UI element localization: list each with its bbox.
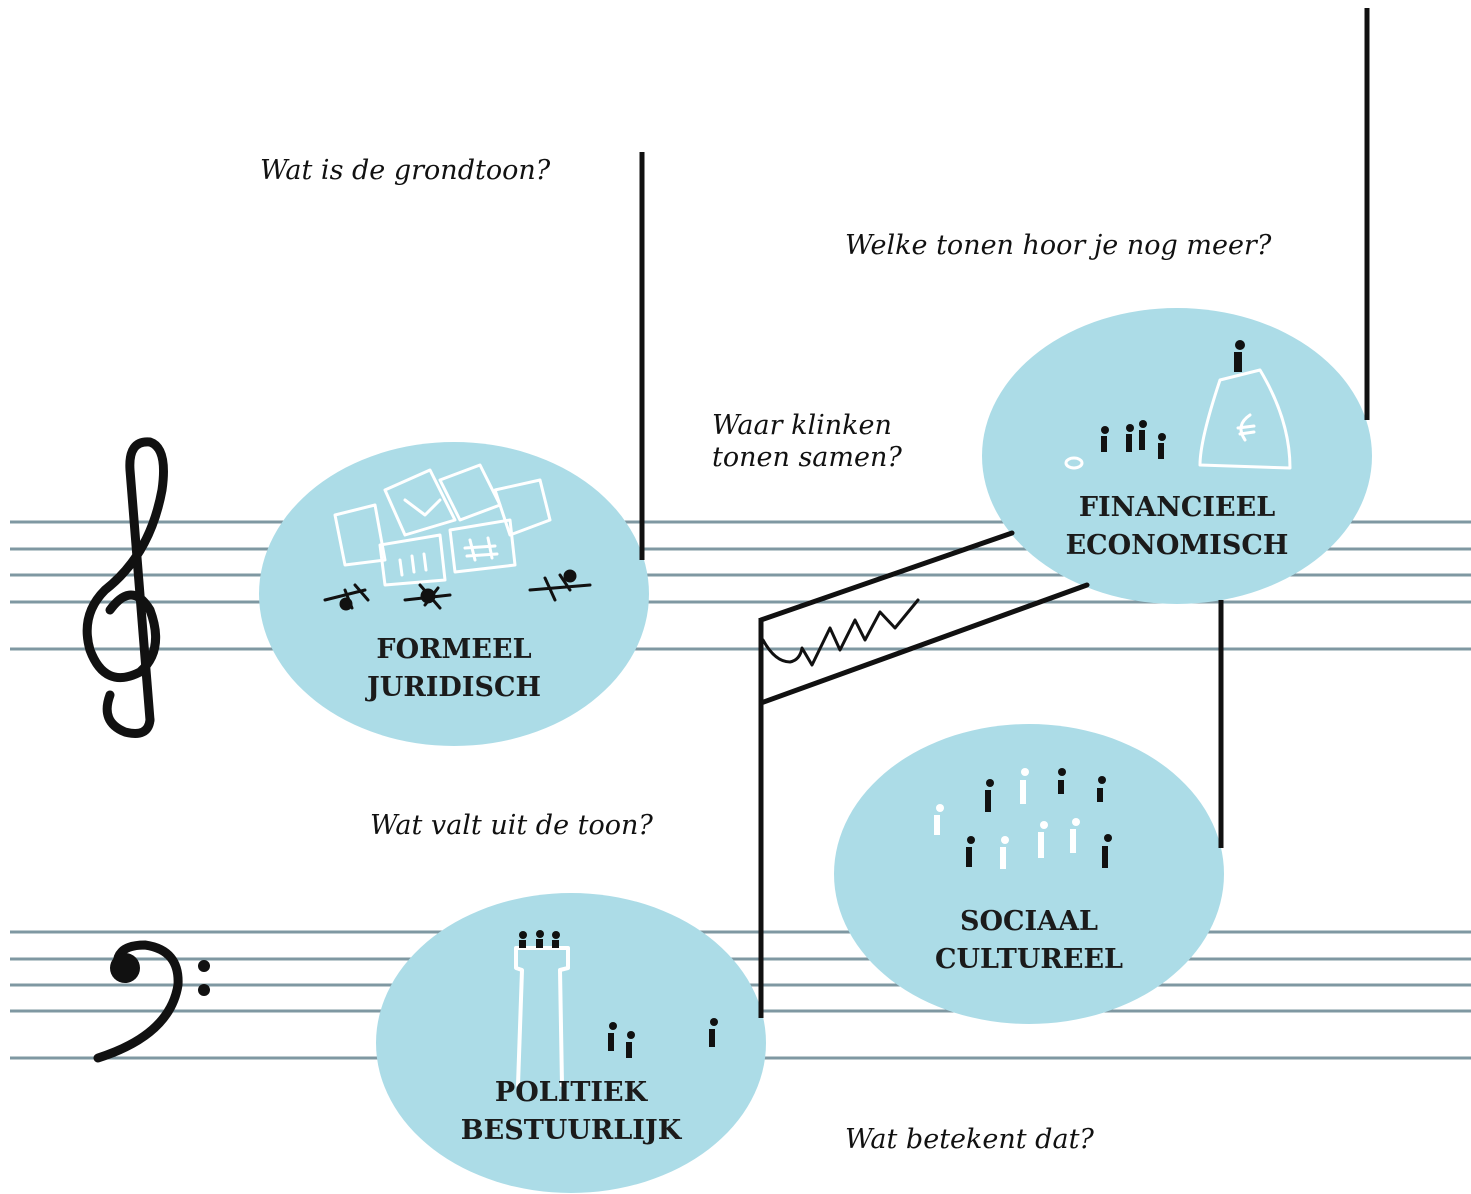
bass-clef-icon xyxy=(93,940,210,1063)
bubble-financieel-economisch: FINANCIEEL ECONOMISCH xyxy=(982,308,1372,604)
money-bag-euro-icon xyxy=(1064,368,1292,470)
question-samen-line1: Waar klinken xyxy=(712,410,892,441)
bubble-label-line2: ECONOMISCH xyxy=(1066,530,1289,561)
bubble-label-line1: FINANCIEEL xyxy=(1079,492,1275,523)
bubble-sociaal-cultureel: SOCIAAL CULTUREEL xyxy=(834,724,1224,1024)
bubble-label-line2: CULTUREEL xyxy=(935,944,1123,975)
bubble-formeel-juridisch: FORMEEL JURIDISCH xyxy=(259,442,649,746)
bubble-politiek-bestuurlijk: POLITIEK BESTUURLIJK xyxy=(376,893,766,1193)
bubble-label-line1: POLITIEK xyxy=(495,1077,649,1108)
bubble-label-line1: SOCIAAL xyxy=(960,906,1098,937)
documents-and-swimmers-icon xyxy=(333,463,552,587)
bubble-label-line2: JURIDISCH xyxy=(365,672,541,703)
bubble-label-line1: FORMEEL xyxy=(376,634,531,665)
question-samen-line2: tonen samen? xyxy=(712,442,902,473)
note-beams xyxy=(758,530,1090,706)
tower-with-people-icon xyxy=(514,930,718,1087)
crowd-icon xyxy=(934,768,1112,869)
question-grondtoon: Wat is de grondtoon? xyxy=(260,155,551,186)
bubble-label-line2: BESTUURLIJK xyxy=(461,1115,683,1146)
treble-clef-icon xyxy=(82,437,168,738)
zigzag-line-icon xyxy=(761,598,920,667)
people-group-icon xyxy=(1101,340,1245,459)
question-betekent: Wat betekent dat? xyxy=(845,1124,1094,1155)
note-stems xyxy=(639,8,1370,1018)
question-valt-uit: Wat valt uit de toon? xyxy=(370,810,653,841)
question-tonen: Welke tonen hoor je nog meer? xyxy=(845,230,1272,261)
